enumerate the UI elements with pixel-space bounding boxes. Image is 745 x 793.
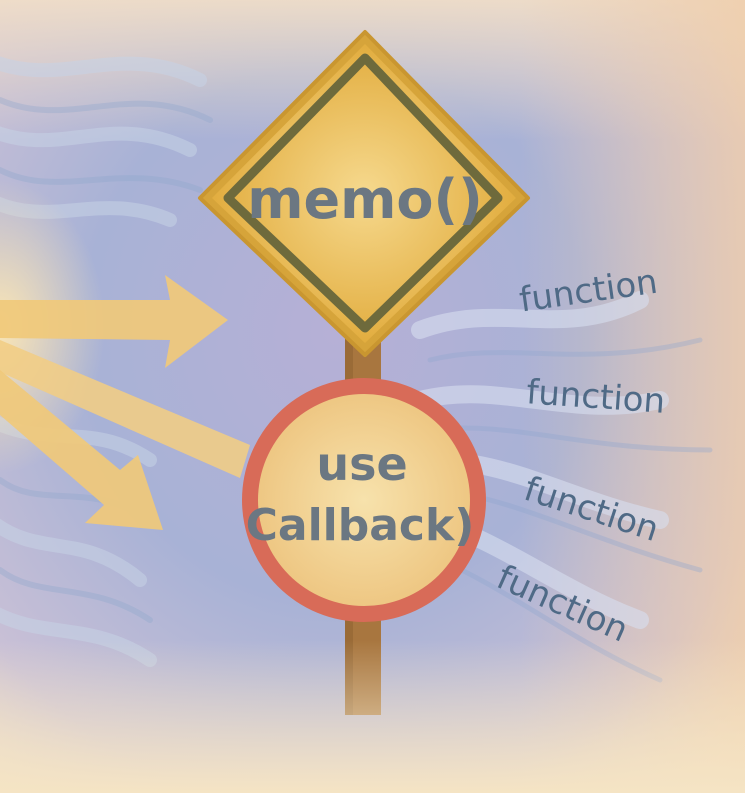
use-label: use	[316, 437, 407, 491]
arrows	[0, 275, 250, 530]
ground-fade	[0, 640, 745, 793]
function-label-2: function	[525, 372, 666, 422]
memo-label: memo()	[247, 168, 483, 231]
memo-diamond-sign: memo()	[198, 30, 530, 357]
usecallback-circle-sign: use Callback)	[242, 378, 486, 622]
arrow-down-right-icon	[0, 370, 163, 530]
arrow-right-icon	[0, 275, 228, 368]
callback-label: Callback)	[246, 500, 475, 551]
diagonal-band	[0, 340, 250, 478]
